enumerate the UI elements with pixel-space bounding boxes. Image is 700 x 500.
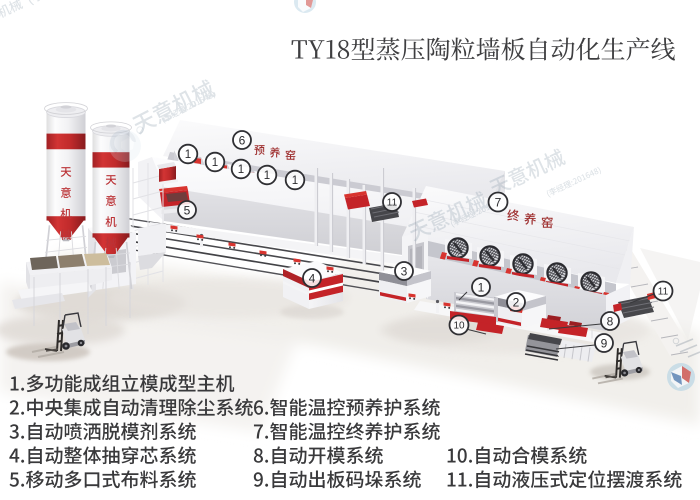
svg-text:3: 3 [401, 264, 408, 278]
svg-text:1: 1 [264, 170, 270, 182]
svg-text:5: 5 [184, 203, 191, 217]
svg-text:11: 11 [658, 287, 669, 298]
svg-text:9: 9 [601, 336, 608, 350]
svg-text:1: 1 [238, 164, 244, 176]
svg-text:7: 7 [495, 195, 502, 209]
svg-text:1: 1 [185, 149, 191, 161]
svg-text:2: 2 [513, 295, 520, 309]
svg-text:1: 1 [478, 280, 485, 294]
svg-text:1: 1 [212, 157, 218, 169]
svg-text:6: 6 [239, 133, 246, 147]
svg-text:8: 8 [607, 314, 614, 328]
svg-text:1: 1 [292, 175, 298, 187]
svg-text:10: 10 [453, 321, 465, 332]
svg-text:4: 4 [309, 271, 316, 285]
svg-text:11: 11 [387, 198, 398, 209]
